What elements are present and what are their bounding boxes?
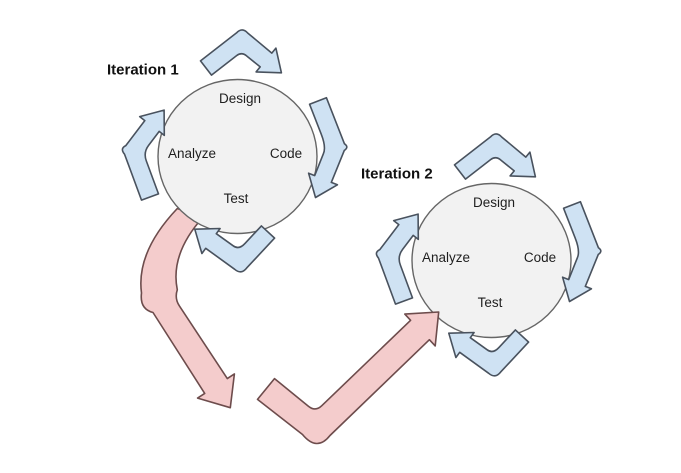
- iteration-1-cycle-arrow-left: [121, 109, 166, 201]
- iteration-2-phase-label-analyze: Analyze: [422, 250, 470, 265]
- iteration-1-cycle-circle: [157, 78, 318, 235]
- iteration-2-cycle-arrow-bottom: [448, 329, 530, 377]
- iteration-1-cycle-arrow-right: [307, 96, 348, 199]
- iteration-1-phase-label-code: Code: [270, 146, 302, 161]
- iteration-2-phase-label-test: Test: [478, 295, 503, 310]
- iteration-1-cycle-arrow-top: [199, 29, 283, 76]
- iteration-1-phase-label-test: Test: [224, 191, 249, 206]
- connector-arrow-segment-1: [140, 207, 236, 409]
- iteration-1-phase-label-analyze: Analyze: [168, 146, 216, 161]
- connector-arrow-segment-2: [256, 311, 440, 445]
- iteration-1-cycle-arrow-bottom: [194, 225, 276, 273]
- iteration-2-cycle-arrow-top: [453, 133, 537, 180]
- iteration-2-title: Iteration 2: [361, 166, 433, 183]
- iteration-1-title: Iteration 1: [107, 62, 179, 79]
- iteration-2-phase-label-design: Design: [473, 195, 515, 210]
- iteration-2-cycle: Iteration 2 Design Code Test Analyze: [361, 133, 602, 377]
- iteration-2-phase-label-code: Code: [524, 250, 556, 265]
- iteration-2-cycle-circle: [411, 182, 572, 339]
- iteration-1-cycle: Iteration 1 Design Code Test Analyze: [107, 29, 348, 273]
- iteration-2-cycle-arrow-right: [561, 200, 602, 303]
- iteration-1-phase-label-design: Design: [219, 91, 261, 106]
- iteration-2-cycle-arrow-left: [375, 213, 420, 305]
